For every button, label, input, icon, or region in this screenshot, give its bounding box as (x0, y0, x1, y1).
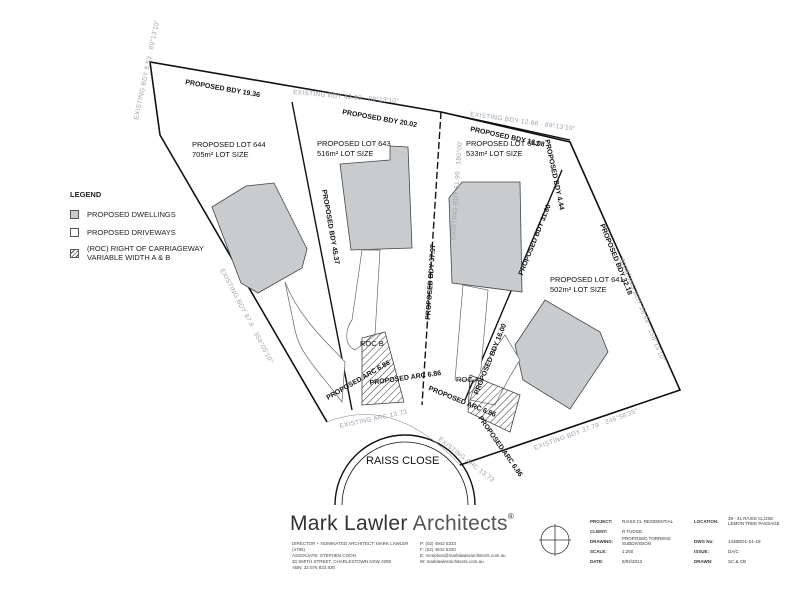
bdy-20-02: PROPOSED BDY 20.02 (342, 109, 418, 129)
firm-mark: ® (507, 512, 515, 521)
legend-item-driveways: PROPOSED DRIVEWAYS (70, 223, 260, 241)
tb-dwg-value: 1438DD1-S1-19 (728, 538, 761, 544)
firm-name-1: Mark Lawler (290, 512, 413, 535)
firm-logo: Mark Lawler Architects® (290, 512, 514, 536)
legend-label-driveways: PROPOSED DRIVEWAYS (87, 227, 176, 237)
roc-b-area (361, 331, 405, 406)
bdy-37-97: PROPOSED BDY 37.97 (425, 244, 437, 320)
tb-client-value: R TUDGE (622, 528, 643, 534)
driveway-lot-642 (454, 284, 489, 381)
tb-issue-key: ISSUE: (694, 548, 710, 554)
firm-fax: F: (02) 4942 5320 (420, 547, 456, 552)
firm-email: E: reception@marklawlerarchitects.com.au (420, 553, 506, 558)
lot-641-size: 502m² LOT SIZE (550, 285, 607, 294)
tb-scale-value: 1:250 (622, 548, 634, 554)
tb-location-key: LOCATION: (694, 518, 719, 524)
existing-bdy-8-53: EXISTING BDY 8.53 · 89°13'10" (132, 18, 161, 120)
tb-project-value: RAISS CL RESIDENTIAL (622, 518, 674, 524)
legend-title: LEGEND (70, 190, 102, 199)
lot-642-size: 533m² LOT SIZE (466, 149, 523, 158)
hatch-swatch-icon (70, 248, 79, 258)
dwelling-lot-642 (448, 181, 523, 293)
existing-arc-13-73-b: EXISTING ARC 13.73 (437, 436, 496, 484)
legend: LEGEND PROPOSED DWELLINGS PROPOSED DRIVE… (70, 190, 260, 265)
driveway-lot-644 (284, 281, 346, 403)
firm-contacts: P: (02) 4942 5333 F: (02) 4942 5320 E: r… (420, 541, 520, 565)
dwelling-lot-641 (514, 299, 609, 410)
tb-dwg-key: DWG No: (694, 538, 714, 544)
firm-line-4: ABN: 32 076 833 830 (292, 565, 336, 570)
lot-644-name: PROPOSED LOT 644 (192, 140, 266, 149)
title-block: PROJECT: RAISS CL RESIDENTIAL LOCATION: … (590, 516, 795, 566)
tb-scale-key: SCALE: (590, 548, 607, 554)
tb-row-2: CLIENT: R TUDGE (590, 526, 795, 536)
roc-a-area (467, 374, 521, 433)
driveway-swatch-icon (70, 227, 79, 237)
firm-line-1: DIRECTOR + NOMINATED ARCHITECT: MARK LAW… (292, 541, 409, 552)
legend-item-roc: (ROC) RIGHT OF CARRIAGEWAY VARIABLE WIDT… (70, 241, 260, 265)
firm-name-2: Architects (412, 512, 508, 535)
firm-details: DIRECTOR + NOMINATED ARCHITECT: MARK LAW… (292, 541, 412, 571)
firm-phone: P: (02) 4942 5333 (420, 541, 457, 546)
roc-a-label: ROC A (456, 375, 479, 384)
tb-issue-value: DA/C (728, 548, 739, 554)
dwelling-lot-643 (339, 145, 413, 251)
road-name: RAISS CLOSE (366, 455, 439, 467)
tb-drawn-value: SC & CB (728, 558, 747, 564)
tb-row-3: DRAWING: PROPOSED TORRENS SUBDIVISION DW… (590, 536, 795, 546)
firm-web: W: marklawlerarchitects.com.au (420, 559, 484, 564)
legend-label-roc: (ROC) RIGHT OF CARRIAGEWAY (87, 244, 204, 253)
tb-date-value: 5/02/2013 (622, 558, 643, 564)
dwelling-swatch-icon (70, 209, 79, 219)
tb-client-key: CLIENT: (590, 528, 608, 534)
tb-location-value: 39 - 41 RAISS CLOSE LEMON TREE PASSAGE (728, 516, 780, 526)
existing-bdy-42-98: EXISTING BDY 42.98 · 89°13'10" (293, 88, 400, 105)
legend-item-dwellings: PROPOSED DWELLINGS (70, 205, 260, 223)
dwelling-lot-644 (211, 182, 308, 294)
firm-line-3: 20 SMITH STREET, CHARLESTOWN NSW 2290 (292, 559, 392, 564)
tb-date-key: DATE: (590, 558, 604, 564)
lot-641-name: PROPOSED LOT 641 (550, 275, 624, 284)
legend-label-dwellings: PROPOSED DWELLINGS (87, 209, 176, 219)
tb-row-4: SCALE: 1:250 ISSUE: DA/C (590, 546, 795, 556)
lot-644-size: 705m² LOT SIZE (192, 150, 249, 159)
roc-b-label: ROC B (360, 339, 384, 348)
tb-row-5: DATE: 5/02/2013 DRAWN: SC & CB (590, 556, 795, 566)
tb-drawn-key: DRAWN: (694, 558, 713, 564)
existing-bdy-37-79: EXISTING BDY 37.79 · 246°58'35" (533, 407, 639, 452)
lot-643-size: 516m² LOT SIZE (317, 149, 374, 158)
tb-row-1: PROJECT: RAISS CL RESIDENTIAL LOCATION: … (590, 516, 795, 526)
lot-643-name: PROPOSED LOT 643 (317, 139, 391, 148)
tb-drawing-value: PROPOSED TORRENS SUBDIVISION (622, 536, 671, 546)
firm-line-2: ASSOCIATE: STEPHEN COON (292, 553, 356, 558)
boundary-642-top (440, 111, 571, 141)
bdy-31-60: PROPOSED BDY 31.60 (518, 203, 553, 276)
existing-arc-13-73-a: EXISTING ARC 13.73 (339, 409, 408, 430)
legend-label-roc-sub: VARIABLE WIDTH A & B (87, 253, 171, 262)
raiss-close-kerb (341, 441, 469, 506)
boundary-642-643 (421, 111, 442, 406)
bdy-4-44: PROPOSED BDY 4.44 (543, 139, 565, 211)
tb-drawing-key: DRAWING: (590, 538, 614, 544)
bdy-19-36: PROPOSED BDY 19.36 (185, 79, 261, 99)
existing-bdy-28-64: EXISTING BDY 28.64 · 158°15'10" (618, 258, 667, 363)
existing-arc (326, 414, 461, 466)
lot-642-name: PROPOSED LOT 642 (466, 139, 540, 148)
raiss-close-road (334, 434, 476, 506)
tb-project-key: PROJECT: (590, 518, 613, 524)
bdy-45-37: PROPOSED BDY 45.37 (320, 189, 340, 265)
